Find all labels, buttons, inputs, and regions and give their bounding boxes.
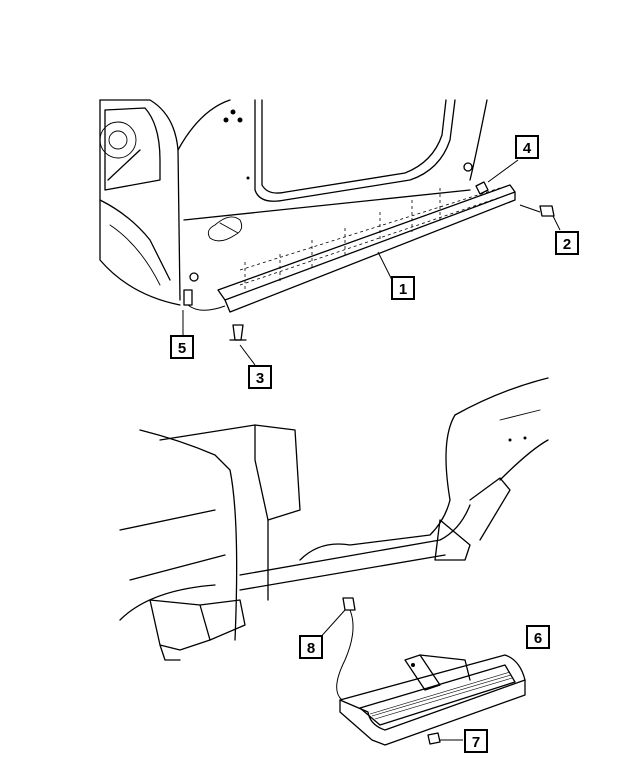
- callout-5: 5: [170, 335, 194, 359]
- callout-6-label: 6: [534, 630, 542, 647]
- body-side-door-opening: [177, 99, 488, 242]
- callout-3: 3: [248, 365, 272, 389]
- rocker-panel-molding: [217, 184, 516, 313]
- callout-leaders: [182, 159, 561, 641]
- lower-rocker-sill: [239, 499, 471, 591]
- callout-5-label: 5: [178, 340, 186, 357]
- front-fender: [445, 377, 549, 541]
- step-tread-pattern: [369, 671, 513, 720]
- callout-2: 2: [555, 231, 579, 255]
- callout-2-label: 2: [563, 236, 571, 253]
- frame-bracket-rear: [149, 599, 246, 661]
- upper-view-rocker-molding: [99, 99, 555, 341]
- callout-8: 8: [299, 635, 323, 659]
- step-fasteners: [336, 597, 463, 745]
- callout-6: 6: [526, 625, 550, 649]
- callout-4-label: 4: [523, 140, 532, 157]
- callout-1: 1: [391, 276, 415, 300]
- callout-8-label: 8: [307, 640, 315, 657]
- side-step-assembly: [339, 654, 526, 746]
- callout-3-label: 3: [256, 370, 264, 387]
- molding-fasteners: [183, 181, 555, 341]
- rear-body-section: [99, 99, 199, 306]
- lower-body-rear-corner: [119, 424, 301, 641]
- molding-clip-holes: [244, 188, 441, 292]
- callout-7: 7: [464, 729, 488, 753]
- callout-1-label: 1: [399, 281, 407, 298]
- callout-4: 4: [515, 135, 539, 159]
- lower-view-side-step: [119, 377, 549, 746]
- callout-7-label: 7: [472, 734, 480, 751]
